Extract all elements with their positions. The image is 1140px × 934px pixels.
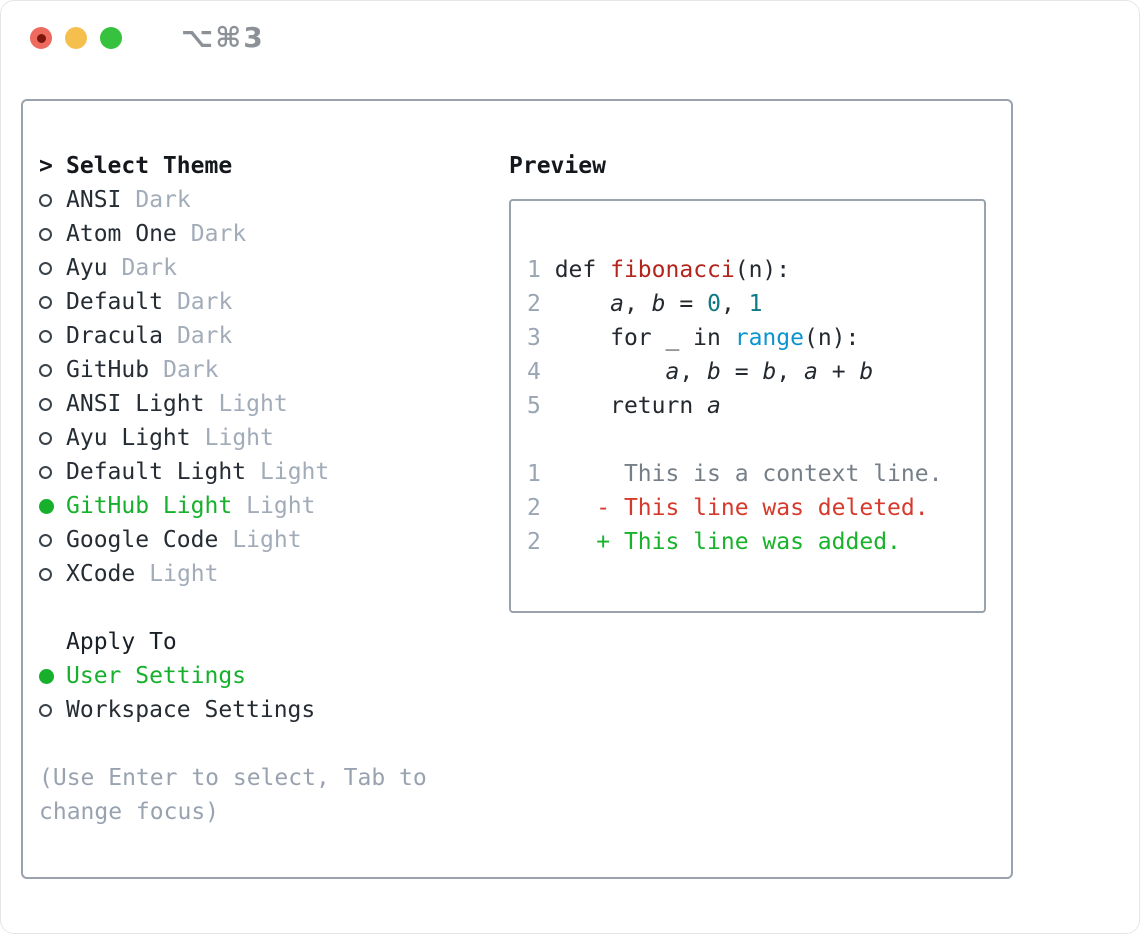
preview-title: Preview — [509, 153, 606, 179]
theme-list-column: > Select Theme ANSI Dark Atom One Dark A… — [39, 149, 509, 877]
close-dot-icon — [36, 33, 46, 43]
theme-tag: Dark — [176, 289, 233, 315]
diff-context-line: 1 This is a context line. — [527, 461, 943, 487]
radio-unselected-icon — [39, 465, 66, 479]
theme-name: Ayu — [66, 255, 108, 281]
theme-tag: Dark — [163, 357, 219, 383]
code-line: 2 a, b = 0, 1 — [527, 291, 763, 317]
apply-option-label: Workspace Settings — [66, 697, 316, 723]
theme-option-default-dark[interactable]: Default Dark — [39, 285, 509, 319]
diff-added-line: 2 + This line was added. — [527, 529, 901, 555]
theme-name: XCode — [66, 561, 136, 587]
spacer — [39, 727, 509, 761]
theme-tag: Dark — [121, 255, 177, 281]
theme-option-github-light[interactable]: GitHub Light Light — [39, 489, 509, 523]
theme-name: Ayu Light — [66, 425, 191, 451]
radio-unselected-icon — [39, 567, 66, 581]
keyboard-hint-line-2: change focus) — [39, 799, 220, 825]
apply-option-workspace-settings[interactable]: Workspace Settings — [39, 693, 509, 727]
theme-tag: Light — [204, 425, 274, 451]
theme-option-ansi-light[interactable]: ANSI Light Light — [39, 387, 509, 421]
theme-name: Dracula — [66, 323, 163, 349]
radio-unselected-icon — [39, 227, 66, 241]
radio-unselected-icon — [39, 261, 66, 275]
radio-unselected-icon — [39, 193, 66, 207]
code-line: 4 a, b = b, a + b — [527, 359, 874, 385]
theme-tag: Dark — [176, 323, 233, 349]
minimize-button[interactable] — [65, 27, 87, 49]
theme-tag: Light — [260, 459, 330, 485]
theme-name: Google Code — [66, 527, 219, 553]
theme-name: GitHub Light — [66, 493, 233, 519]
spacer — [39, 591, 509, 625]
preview-column: Preview 1 def fibonacci(n): 2 a, b = 0, … — [509, 149, 995, 877]
theme-option-ansi-dark[interactable]: ANSI Dark — [39, 183, 509, 217]
diff-deleted-line: 2 - This line was deleted. — [527, 495, 929, 521]
radio-unselected-icon — [39, 363, 66, 377]
zoom-button[interactable] — [100, 27, 122, 49]
traffic-lights — [30, 27, 135, 49]
title-bar: ⌥⌘3 — [1, 1, 1139, 99]
theme-tag: Dark — [190, 221, 247, 247]
theme-tag: Light — [246, 493, 316, 519]
theme-tag: Light — [218, 391, 288, 417]
code-line: 5 return a — [527, 393, 721, 419]
select-theme-header: > Select Theme — [39, 149, 509, 183]
theme-name: Atom One — [66, 221, 177, 247]
preview-box: 1 def fibonacci(n): 2 a, b = 0, 1 3 for … — [509, 199, 986, 613]
radio-unselected-icon — [39, 295, 66, 309]
theme-tag: Dark — [135, 187, 191, 213]
theme-option-google-code[interactable]: Google Code Light — [39, 523, 509, 557]
theme-option-ayu-light[interactable]: Ayu Light Light — [39, 421, 509, 455]
radio-unselected-icon — [39, 703, 66, 717]
theme-option-ayu-dark[interactable]: Ayu Dark — [39, 251, 509, 285]
code-line: 1 def fibonacci(n): — [527, 257, 791, 283]
focus-chevron-icon: > — [39, 153, 53, 179]
close-button[interactable] — [30, 27, 52, 49]
code-line: 3 for _ in range(n): — [527, 325, 860, 351]
apply-option-label: User Settings — [66, 663, 247, 689]
radio-unselected-icon — [39, 533, 66, 547]
theme-option-github-dark[interactable]: GitHub Dark — [39, 353, 509, 387]
theme-tag: Light — [149, 561, 219, 587]
radio-unselected-icon — [39, 397, 66, 411]
theme-name: ANSI — [66, 187, 122, 213]
theme-name: Default Light — [66, 459, 247, 485]
code-line-blank — [527, 423, 968, 457]
window-title-shortcut: ⌥⌘3 — [181, 21, 265, 54]
keyboard-hint-line-1: (Use Enter to select, Tab to — [39, 765, 427, 791]
theme-option-atom-one-dark[interactable]: Atom One Dark — [39, 217, 509, 251]
select-theme-title: Select Theme — [66, 153, 233, 179]
theme-selector-panel: > Select Theme ANSI Dark Atom One Dark A… — [21, 99, 1013, 879]
radio-unselected-icon — [39, 431, 66, 445]
theme-name: GitHub — [66, 357, 150, 383]
theme-name: Default — [66, 289, 163, 315]
theme-option-dracula-dark[interactable]: Dracula Dark — [39, 319, 509, 353]
radio-unselected-icon — [39, 329, 66, 343]
radio-selected-icon — [39, 498, 66, 514]
apply-to-header: Apply To — [39, 625, 509, 659]
apply-to-title: Apply To — [66, 629, 177, 655]
theme-name: ANSI Light — [66, 391, 205, 417]
theme-option-xcode[interactable]: XCode Light — [39, 557, 509, 591]
radio-selected-icon — [39, 668, 66, 684]
theme-tag: Light — [232, 527, 302, 553]
theme-option-default-light[interactable]: Default Light Light — [39, 455, 509, 489]
apply-option-user-settings[interactable]: User Settings — [39, 659, 509, 693]
